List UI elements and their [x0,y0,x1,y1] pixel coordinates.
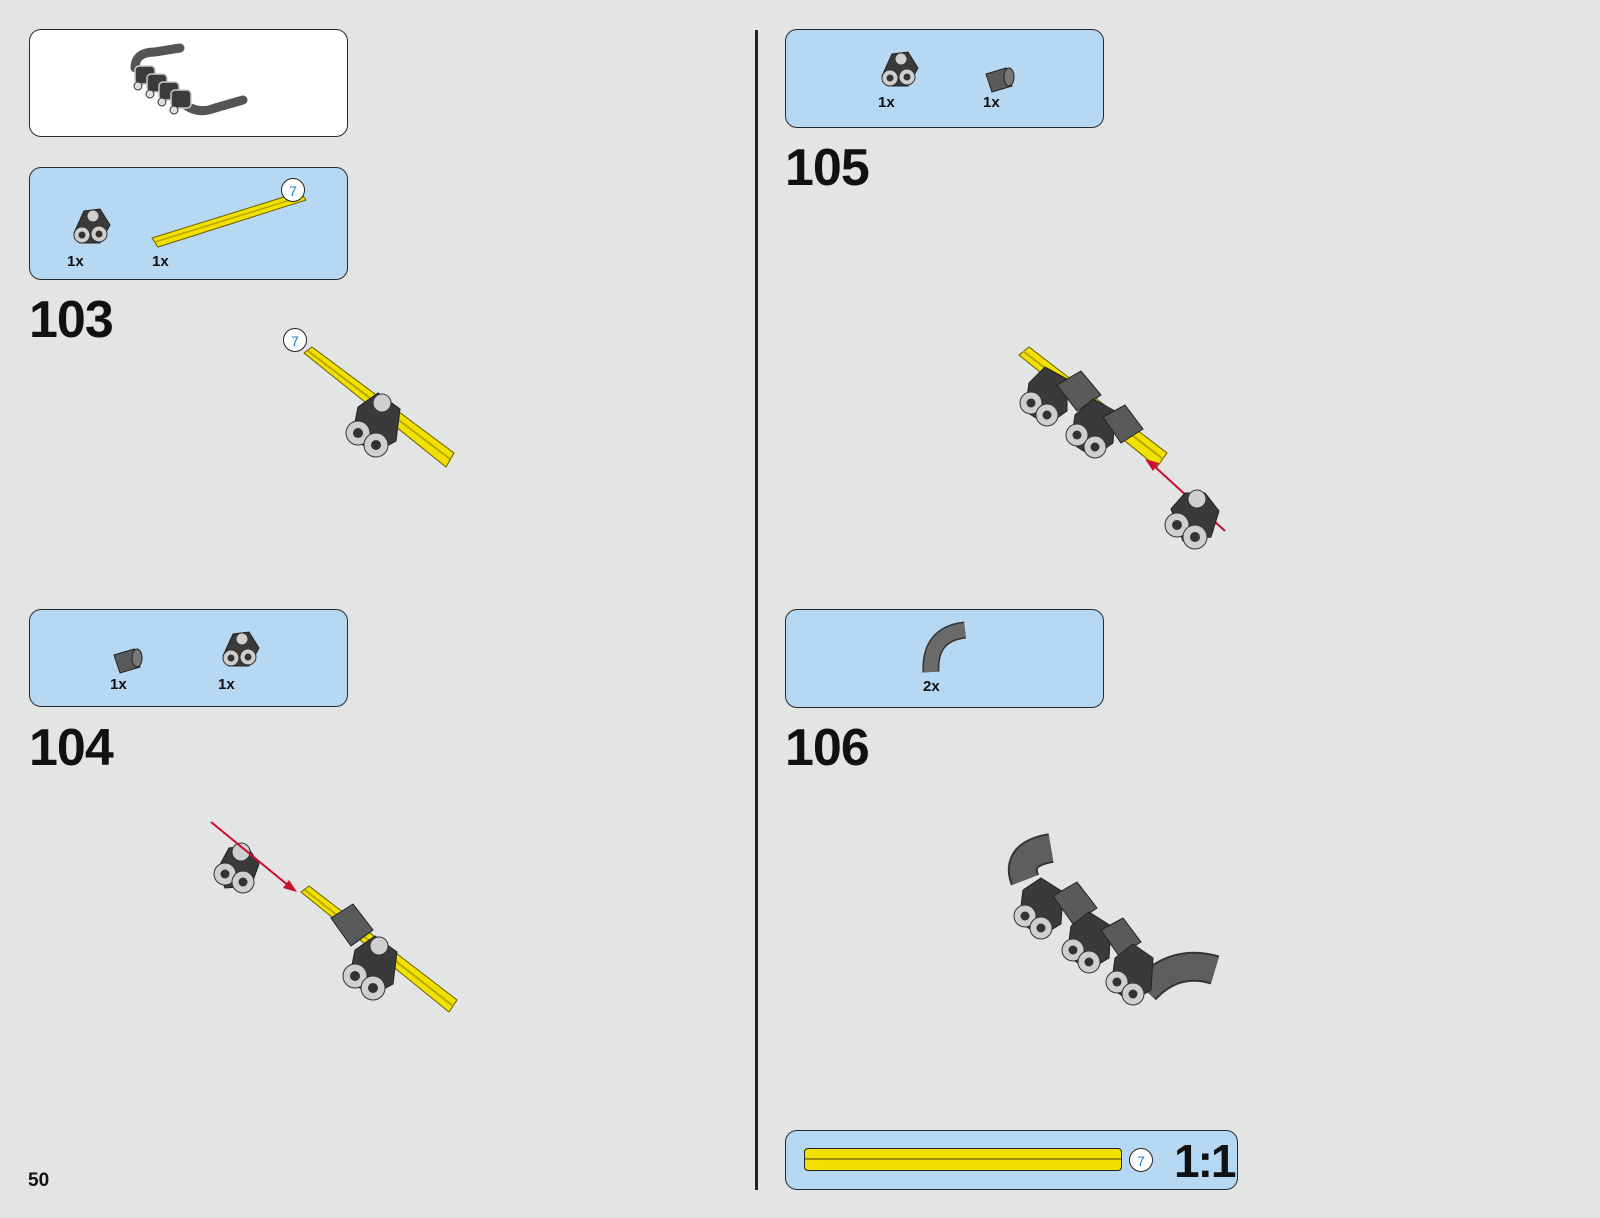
length-badge: 7 [1129,1148,1153,1172]
parts-box-103: 1x 7 1x [29,167,348,280]
length-badge: 7 [281,178,305,202]
bushing-icon [982,64,1016,96]
part-qty: 1x [878,94,895,111]
part-qty: 2x [923,678,940,695]
part-qty: 1x [983,94,1000,111]
parts-box-104: 1x 1x [29,609,348,707]
connector-icon [215,626,265,671]
page-number: 50 [28,1170,49,1192]
scale-label: 1:1 [1174,1134,1234,1188]
connector-icon [874,46,924,91]
step-106-assembly-icon [1005,840,1225,1030]
step-104-assembly-icon [205,830,465,1030]
step-number: 103 [29,290,113,350]
parts-box-105: 1x 1x [785,29,1104,128]
step-number: 104 [29,718,113,778]
part-qty: 1x [152,253,169,270]
parts-box-106: 2x [785,609,1104,708]
subassembly-preview-icon [125,38,255,128]
subassembly-preview-box [29,29,348,137]
part-qty: 1x [110,676,127,693]
bushing-icon [110,645,144,677]
part-qty: 1x [67,253,84,270]
part-qty: 1x [218,676,235,693]
step-105-assembly-icon [1015,345,1255,575]
step-103-assembly-icon [300,345,460,485]
connector-icon [66,203,116,248]
page-divider [755,30,758,1190]
step-number: 106 [785,718,869,778]
scale-ruler-box: 7 1:1 [785,1130,1238,1190]
axle-ruler [804,1148,1122,1171]
curved-tube-icon [921,620,977,676]
step-number: 105 [785,138,869,198]
